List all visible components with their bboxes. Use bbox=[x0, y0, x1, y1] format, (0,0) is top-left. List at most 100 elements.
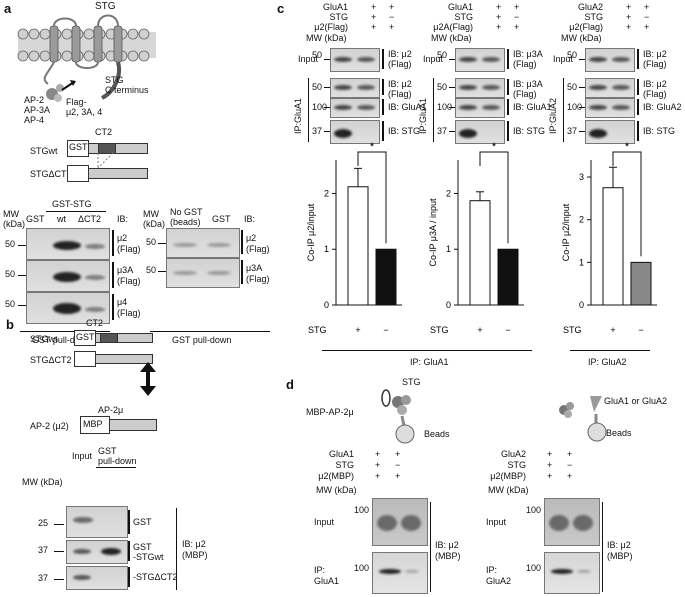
marker-a2-1: 50 bbox=[146, 265, 157, 275]
stg-membrane-diagram bbox=[17, 14, 156, 100]
col-beads: (beads) bbox=[170, 217, 201, 227]
c0-marker-3: 37 bbox=[312, 126, 323, 136]
x-cat-1-0: + bbox=[477, 325, 482, 335]
c0-sign-stg-1: − bbox=[389, 12, 395, 22]
bar-2-1 bbox=[630, 261, 652, 306]
x-cat-0-1: − bbox=[383, 325, 388, 335]
marker-a1-2: 50 bbox=[5, 299, 16, 309]
mw-label-a1: MW bbox=[3, 209, 19, 219]
c2-marker-3: 37 bbox=[567, 126, 578, 136]
c0-marker-0: 50 bbox=[312, 50, 323, 60]
sig-bracket-1 bbox=[479, 151, 509, 244]
y-tick-label-2-2: 2 bbox=[579, 215, 584, 225]
x-label-stg-1: STG bbox=[430, 325, 449, 335]
blot-a2-mu2 bbox=[166, 228, 240, 258]
d0-marker-0: 100 bbox=[354, 505, 370, 515]
c2-marker-2: 100 bbox=[567, 102, 583, 112]
c1-sign-third-0: + bbox=[496, 22, 502, 32]
ib-a1-r2-a: μ4 bbox=[117, 297, 128, 307]
d0-mw: MW (kDa) bbox=[316, 485, 357, 495]
ap-list-0: AP-2 bbox=[24, 95, 45, 105]
d1-ip-a: IP: bbox=[486, 565, 498, 575]
blot-a-mu4 bbox=[26, 292, 110, 324]
blot-b-gst bbox=[66, 506, 128, 538]
c2-ib-2-a: IB: GluA2 bbox=[643, 102, 682, 112]
marker-a2-0: 50 bbox=[146, 237, 157, 247]
ct2-label: CT2 bbox=[95, 127, 113, 137]
c0-ib-0-b: (Flag) bbox=[388, 59, 412, 69]
d1-blot-ip bbox=[544, 552, 600, 594]
d0-label-third: μ2(MBP) bbox=[318, 471, 354, 481]
d0-input: Input bbox=[314, 517, 335, 527]
c0-ib-1-a: IB: μ2 bbox=[388, 79, 412, 89]
ap2mu-region bbox=[109, 419, 157, 431]
stg-dct2-tail bbox=[88, 168, 148, 179]
bar-2-0 bbox=[602, 187, 624, 306]
c0-blot-3 bbox=[330, 120, 380, 144]
d0-sign-glu-0: + bbox=[375, 449, 381, 459]
d-beads2-label: Beads bbox=[606, 428, 632, 438]
c2-ib-0-a: IB: μ2 bbox=[643, 49, 667, 59]
c2-sign-third-1: + bbox=[644, 22, 650, 32]
d-glu-or-label: GluA1 or GluA2 bbox=[604, 396, 668, 406]
y-tick-label-0-2: 2 bbox=[324, 188, 329, 198]
d1-sign-glu-1: + bbox=[567, 449, 573, 459]
d1-input: Input bbox=[486, 517, 507, 527]
c2-sign-stg-0: + bbox=[626, 12, 632, 22]
d1-blot-input bbox=[544, 498, 600, 546]
ap-list-1: AP-3A bbox=[24, 105, 51, 115]
y-axis-label-2: Co-IP μ2/input bbox=[561, 203, 571, 261]
col-gst-b-1: GST bbox=[98, 446, 117, 456]
c2-label-third: μ2(Flag) bbox=[569, 22, 603, 32]
panel-letter-c: c bbox=[277, 1, 285, 16]
c0-label-third: μ2(Flag) bbox=[314, 22, 348, 32]
d1-sign-third-0: + bbox=[547, 471, 553, 481]
c1-ib-0-b: (Flag) bbox=[513, 59, 537, 69]
c0-input: Input bbox=[298, 54, 319, 64]
c0-sign-stg-0: + bbox=[371, 12, 377, 22]
flag-label-1: Flag- bbox=[66, 97, 87, 107]
c1-label-stg: STG bbox=[454, 12, 473, 22]
d0-sign-stg-1: − bbox=[395, 460, 401, 470]
ib-b-1: IB: μ2 bbox=[182, 539, 206, 549]
c1-sign-stg-0: + bbox=[496, 12, 502, 22]
gst-box-dct2-b bbox=[74, 351, 96, 367]
c2-input: Input bbox=[553, 54, 574, 64]
c2-ib-0-b: (Flag) bbox=[643, 59, 667, 69]
c0-ib-0-a: IB: μ2 bbox=[388, 49, 412, 59]
glu-bead-complex-icon bbox=[559, 396, 607, 442]
c1-input: Input bbox=[423, 54, 444, 64]
c2-sign-glu-1: + bbox=[644, 2, 650, 12]
ib-a2-r0-a: μ2 bbox=[246, 233, 257, 243]
col-gst-a2: GST bbox=[212, 214, 231, 224]
c2-ib-3-a: IB: STG bbox=[643, 126, 676, 136]
col-nogst: No GST bbox=[170, 207, 203, 217]
row-b-stgdct2: -STGΔCT2 bbox=[133, 572, 178, 582]
marker-a1-1: 50 bbox=[5, 269, 16, 279]
c2-marker-1: 50 bbox=[567, 82, 578, 92]
marker-b-2: 37 bbox=[38, 573, 49, 583]
c1-blot-2 bbox=[455, 98, 505, 118]
c1-ib-2-a: IB: GluA1 bbox=[513, 102, 552, 112]
ib-a2-r1-b: (Flag) bbox=[246, 274, 270, 284]
ib-label-a2: IB: bbox=[244, 214, 256, 224]
ip-glua1-footer: IP: GluA1 bbox=[410, 357, 449, 367]
stg-cterm-label-1: STG bbox=[105, 75, 124, 85]
y-tick-label-0-0: 0 bbox=[324, 300, 329, 310]
c1-marker-2: 100 bbox=[437, 102, 453, 112]
bar-0-1 bbox=[375, 248, 397, 306]
mw-kda-a2: (kDa) bbox=[143, 219, 165, 229]
c1-ib-3-a: IB: STG bbox=[513, 126, 546, 136]
d0-ib-a: IB: μ2 bbox=[435, 540, 459, 550]
d1-label-stg: STG bbox=[507, 460, 526, 470]
ib-a1-r0-a: μ2 bbox=[117, 233, 128, 243]
marker-a1-0: 50 bbox=[5, 239, 16, 249]
y-tick-label-2-1: 1 bbox=[579, 257, 584, 267]
d1-sign-third-1: + bbox=[567, 471, 573, 481]
c2-ib-1-a: IB: μ2 bbox=[643, 79, 667, 89]
c1-label-third: μ2A(Flag) bbox=[433, 22, 473, 32]
y-axis-label-1: Co-IP μ3A / input bbox=[428, 198, 438, 267]
c0-marker-2: 100 bbox=[312, 102, 328, 112]
